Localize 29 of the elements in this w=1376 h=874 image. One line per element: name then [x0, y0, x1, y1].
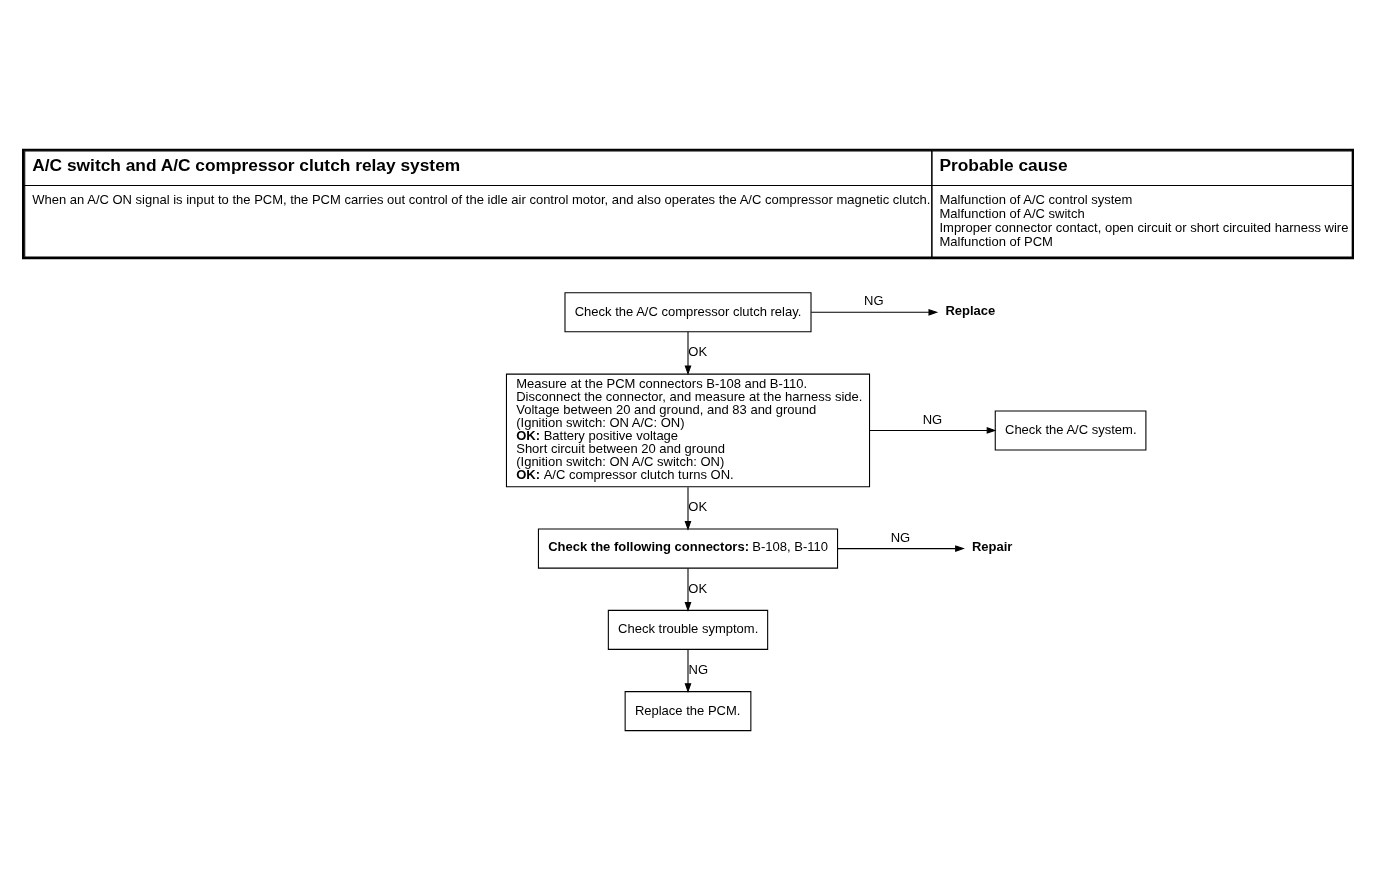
label: Probable cause	[939, 154, 1068, 175]
node-box: Check trouble symptom.	[607, 609, 769, 650]
arrow	[684, 331, 692, 375]
node-text: Replace	[945, 302, 996, 318]
edge-label: NG	[864, 292, 884, 308]
label: Improper connector contact, open circuit or short circuited harness wire	[939, 219, 1349, 235]
label: Malfunction of A/C switch	[939, 205, 1085, 221]
label: Malfunction of PCM	[939, 233, 1053, 249]
node-box: Measure at the PCM connectors B-108 and B-110. Disconnect the connector, and measure at the harness side. Voltage between 20 and ground, and 83 and ground (Ignition switch: ON A/C: ON) OK: Battery positive voltage Short circuit between 20 and ground (Ignition switch: ON A/C switch: ON) OK: A/C compressor clutch turns ON.	[505, 373, 871, 487]
arrow	[810, 308, 939, 316]
edge-label: OK	[688, 498, 708, 514]
node-box: Check the A/C system.	[994, 409, 1147, 450]
label: When an A/C ON signal is input to the PCM, the PCM carries out control of the idle air control motor, and also operates the A/C compressor magnetic clutch.	[32, 191, 931, 207]
node-text: Repair	[971, 538, 1013, 554]
edge-label: OK	[688, 343, 708, 359]
arrow	[684, 648, 692, 693]
label: Malfunction of A/C control system	[939, 191, 1133, 207]
edge-label: NG	[890, 529, 911, 545]
arrow	[684, 486, 692, 531]
node-box: Check the following connectors: B-108, B-110	[537, 528, 839, 569]
arrow	[869, 426, 997, 434]
edge-label: NG	[688, 661, 709, 677]
node-box: Replace the PCM.	[624, 690, 752, 731]
node-box: Check the A/C compressor clutch relay.	[564, 291, 812, 332]
arrow	[684, 567, 692, 612]
arrow	[837, 544, 965, 552]
edge-label: NG	[922, 411, 943, 427]
edge-label: OK	[688, 580, 708, 596]
label: A/C switch and A/C compressor clutch relay system	[32, 154, 461, 175]
